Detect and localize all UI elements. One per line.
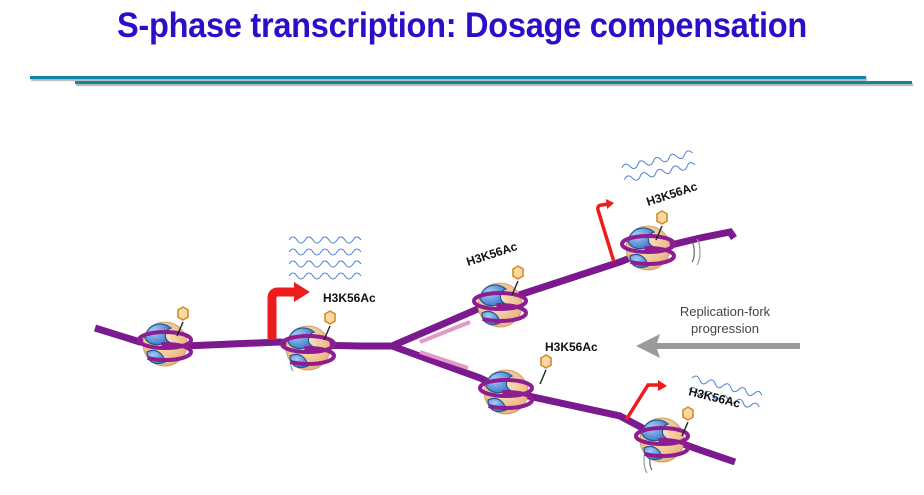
histone-mark-label: H3K56Ac (545, 340, 598, 354)
daughter-dna-lower (390, 342, 737, 466)
transcription-start-arrow (596, 202, 616, 263)
title-divider-top (30, 76, 866, 79)
histone-mark-label: H3K56Ac (465, 239, 520, 269)
acetyl-mark-icon (323, 310, 336, 341)
rna-transcripts (288, 236, 362, 280)
daughter-dna-upper (390, 228, 737, 350)
nucleosome-2 (280, 310, 336, 372)
histone-mark-label: H3K56Ac (323, 291, 376, 305)
nucleosome-3 (472, 265, 528, 329)
fork-direction-arrow (636, 334, 800, 358)
nascent-strand-lower (419, 350, 469, 370)
title-divider-bottom (75, 81, 912, 84)
fork-label-line2: progression (691, 321, 759, 336)
nucleosome-5 (478, 354, 552, 416)
transcription-start-arrow (267, 287, 296, 340)
histone-mark-label: H3K56Ac (687, 384, 742, 410)
slide-title: S-phase transcription: Dosage compensati… (116, 6, 808, 45)
nascent-strand-upper (419, 320, 471, 344)
transcription-start-arrow (624, 383, 660, 421)
acetyl-mark-icon (539, 354, 552, 385)
nucleosome-1 (137, 306, 193, 368)
histone-mark-label: H3K56Ac (645, 179, 700, 209)
nucleosome-6 (634, 406, 694, 474)
rna-transcripts (620, 149, 697, 184)
fork-label-line1: Replication-fork (680, 304, 771, 319)
